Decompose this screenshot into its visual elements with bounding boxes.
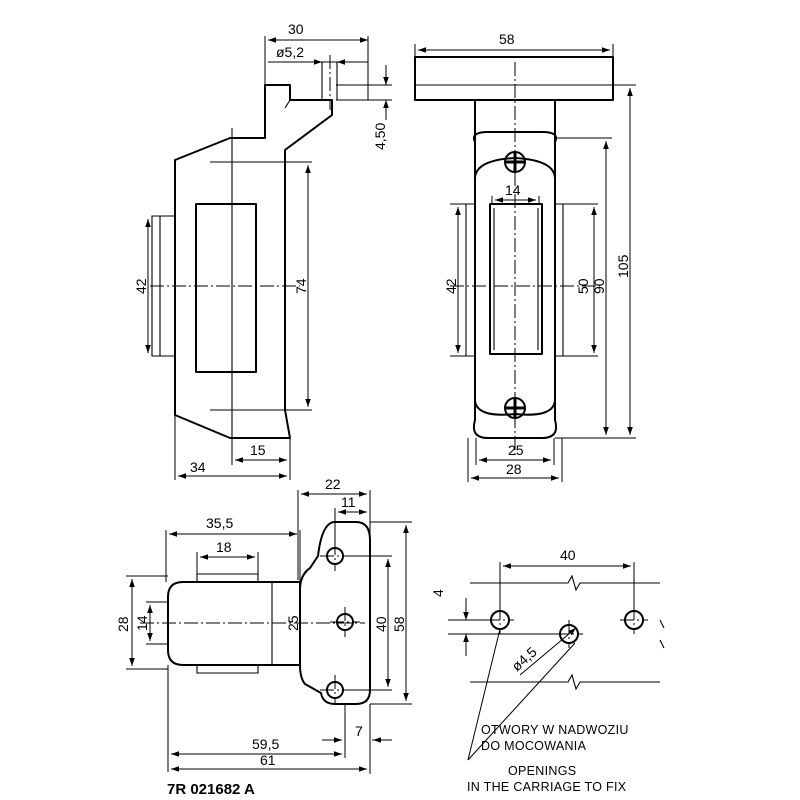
dim-side-height-74: 74 (293, 278, 309, 294)
note-english-line-1: OPENINGS (508, 764, 576, 778)
dim-front-14: 14 (505, 182, 521, 198)
dim-pattern-4: 4 (430, 589, 446, 597)
dim-top-25: 25 (285, 615, 301, 631)
note-english-line-2: IN THE CARRIAGE TO FIX (467, 780, 627, 794)
dim-side-34: 34 (190, 459, 206, 475)
dim-front-28: 28 (506, 461, 522, 477)
dim-side-15: 15 (250, 442, 266, 458)
dim-top-61: 61 (260, 752, 276, 768)
dim-top-40: 40 (373, 616, 389, 632)
note-polish-line-1: OTWORY W NADWOZIU (481, 723, 629, 737)
dim-top-7: 7 (355, 723, 363, 739)
dim-front-50: 50 (575, 278, 591, 294)
dim-top-35-5: 35,5 (206, 515, 233, 531)
dim-top-22: 22 (325, 476, 341, 492)
dim-front-90: 90 (591, 278, 607, 294)
dim-top-18: 18 (216, 539, 232, 555)
dim-side-30: 30 (288, 21, 304, 37)
side-view: 30 ø5,2 4,50 42 74 15 34 (133, 21, 392, 480)
dim-top-11: 11 (341, 494, 356, 510)
dim-top-59-5: 59,5 (252, 736, 279, 752)
dim-top-28: 28 (115, 616, 131, 632)
top-view: 35,5 18 28 14 22 11 25 40 58 (115, 476, 412, 774)
dim-front-25: 25 (508, 442, 524, 458)
notes: OTWORY W NADWOZIU DO MOCOWANIA OPENINGS … (167, 723, 629, 798)
dim-side-height-42: 42 (133, 278, 149, 294)
dim-front-105: 105 (615, 254, 631, 278)
front-view: 58 14 42 50 90 105 25 28 (414, 31, 636, 482)
dim-side-hole-diameter: ø5,2 (276, 44, 304, 60)
dim-pattern-40: 40 (560, 547, 576, 563)
dim-front-42: 42 (443, 278, 459, 294)
note-polish-line-2: DO MOCOWANIA (481, 739, 587, 753)
dim-side-thickness: 4,50 (372, 123, 388, 150)
dim-front-58: 58 (499, 31, 515, 47)
dim-top-58: 58 (391, 616, 407, 632)
part-number: 7R 021682 A (167, 781, 255, 798)
dim-pattern-hole-diameter: ø4,5 (508, 643, 540, 674)
dim-top-14: 14 (134, 615, 150, 631)
